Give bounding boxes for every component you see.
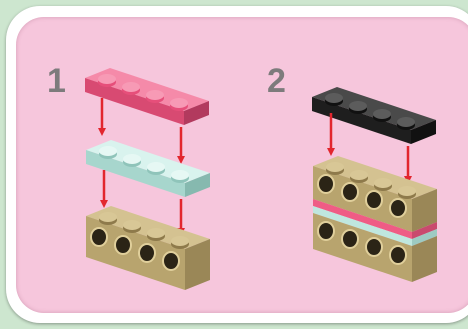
black-plate-brick xyxy=(312,87,436,144)
step-number-2: 2 xyxy=(267,62,286,100)
step-1-illustration xyxy=(85,68,210,290)
aqua-plate-brick xyxy=(86,140,210,197)
tan-brick xyxy=(86,206,210,290)
pink-plate-brick xyxy=(85,68,209,125)
stacked-brick-assembly xyxy=(313,156,437,282)
step-number-1: 1 xyxy=(47,62,66,100)
step-2-illustration xyxy=(312,87,437,282)
